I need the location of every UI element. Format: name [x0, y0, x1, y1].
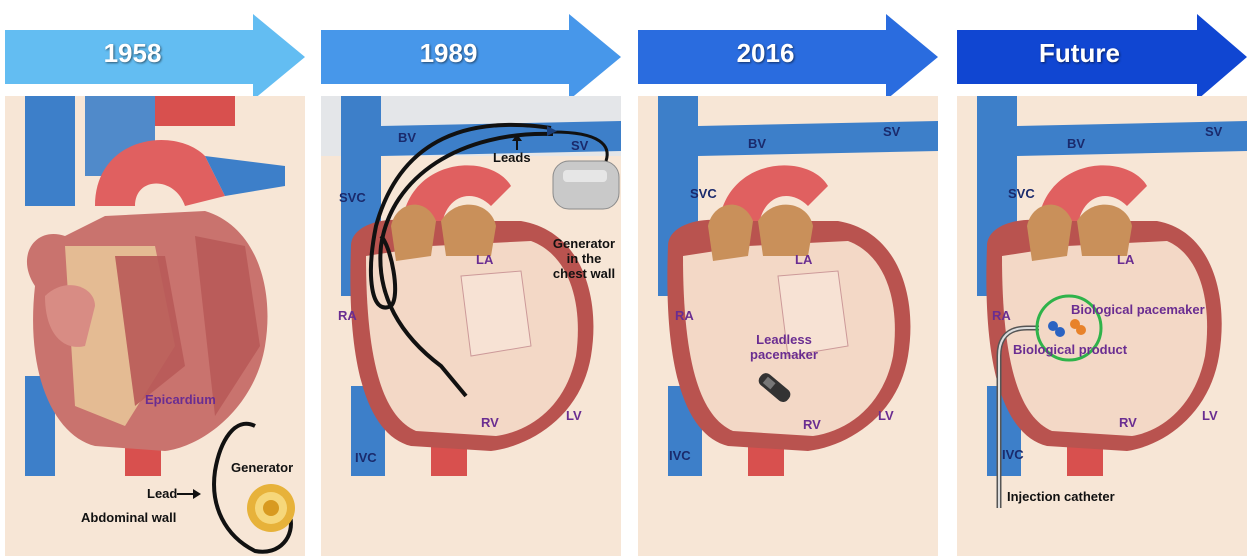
label-bv: BV: [1067, 136, 1085, 151]
scene-leadless-pacing: [638, 96, 938, 556]
year-label-future: Future: [957, 38, 1202, 69]
label-rv: RV: [803, 417, 821, 432]
label-biological-product: Biological product: [1013, 342, 1127, 357]
year-label-1958: 1958: [5, 38, 260, 69]
label-ivc: IVC: [355, 450, 377, 465]
leadless-line-2: pacemaker: [744, 347, 824, 362]
panel-future: Future BV SV SVC RA LA Biological pacema…: [957, 0, 1247, 556]
label-sv: SV: [571, 138, 588, 153]
label-leadless-pacemaker: Leadless pacemaker: [744, 332, 824, 362]
label-abdominal-wall: Abdominal wall: [81, 510, 176, 525]
label-lead: Lead: [147, 486, 177, 501]
year-label-2016: 2016: [638, 38, 893, 69]
leads-pointer-arrow: [511, 134, 523, 150]
label-generator-chest: Generator in the chest wall: [549, 236, 619, 281]
lead-pointer-arrow: [177, 488, 201, 500]
label-ivc: IVC: [1002, 447, 1024, 462]
label-la: LA: [476, 252, 493, 267]
label-generator: Generator: [231, 460, 293, 475]
year-label-1989: 1989: [321, 38, 576, 69]
label-biological-pacemaker: Biological pacemaker: [1071, 302, 1205, 317]
panel-1989: 1989 BV SV Leads SVC Generator in the ch…: [321, 0, 621, 556]
label-ra: RA: [675, 308, 694, 323]
label-sv: SV: [883, 124, 900, 139]
label-ra: RA: [992, 308, 1011, 323]
scene-biological-pacing: [957, 96, 1247, 556]
label-ra: RA: [338, 308, 357, 323]
gen-line-3: chest wall: [549, 266, 619, 281]
label-injection-catheter: Injection catheter: [1007, 489, 1115, 504]
label-bv: BV: [748, 136, 766, 151]
label-la: LA: [1117, 252, 1134, 267]
label-la: LA: [795, 252, 812, 267]
gen-line-1: Generator: [549, 236, 619, 251]
label-epicardium: Epicardium: [145, 392, 216, 407]
label-lv: LV: [1202, 408, 1218, 423]
label-lv: LV: [566, 408, 582, 423]
panel-1958: 1958 Epicardium Generator Lead Abdominal…: [5, 0, 305, 556]
label-bv: BV: [398, 130, 416, 145]
label-ivc: IVC: [669, 448, 691, 463]
label-svc: SVC: [690, 186, 717, 201]
label-sv: SV: [1205, 124, 1222, 139]
leadless-line-1: Leadless: [744, 332, 824, 347]
label-rv: RV: [1119, 415, 1137, 430]
label-lv: LV: [878, 408, 894, 423]
scene-transvenous-pacing: [321, 96, 621, 556]
label-svc: SVC: [1008, 186, 1035, 201]
label-svc: SVC: [339, 190, 366, 205]
gen-line-2: in the: [549, 251, 619, 266]
label-leads: Leads: [493, 150, 531, 165]
label-rv: RV: [481, 415, 499, 430]
panel-2016: 2016 BV SV SVC RA LA Leadless pacemaker …: [638, 0, 938, 556]
